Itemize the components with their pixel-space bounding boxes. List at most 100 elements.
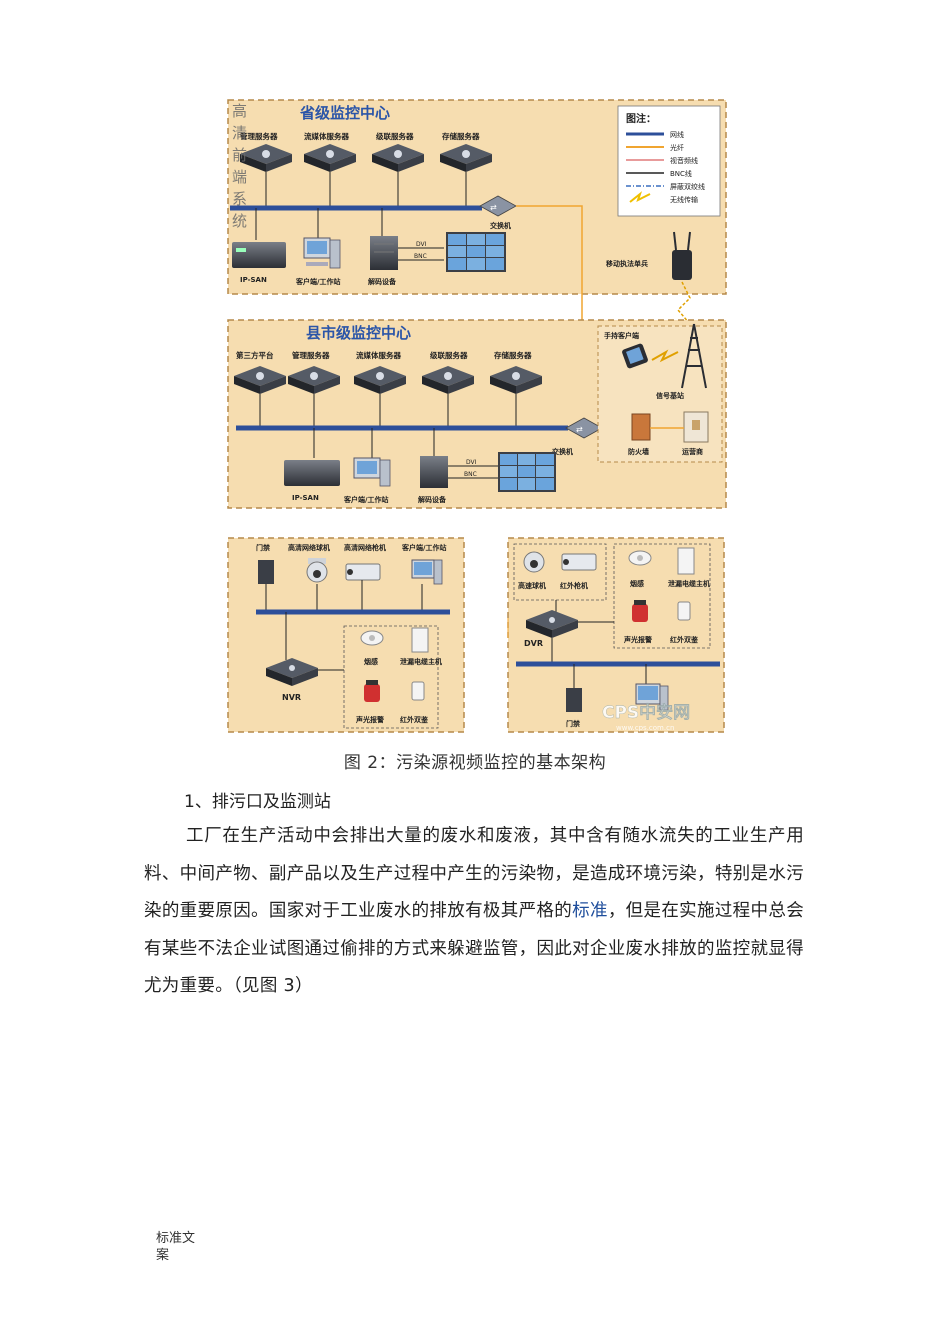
server-icon	[304, 144, 356, 172]
infrared-icon	[677, 601, 691, 621]
site-label: 高清网络球机	[288, 543, 330, 552]
legend-title: 图注：	[626, 112, 656, 125]
workstation-icon	[411, 559, 443, 585]
paragraph-text: 工厂在生产活动中会排出大量的废水和废液，其中含有随水流失的工业生产用料、中间产物…	[144, 826, 804, 922]
site-label: 客户端/工作站	[401, 543, 447, 552]
cable-host-icon	[411, 627, 429, 653]
architecture-diagram: 省级监控中心 图注： 网线 光纤 视音频线 BNC线 屏蔽双绞线 无线传输 管理…	[226, 98, 728, 734]
device-label: 解码设备	[418, 495, 447, 504]
svg-text:www.cps.com.cn: www.cps.com.cn	[616, 724, 674, 732]
cable-host-icon	[677, 547, 695, 575]
smoke-detector-icon	[360, 630, 384, 646]
legend: 图注： 网线 光纤 视音频线 BNC线 屏蔽双绞线 无线传输	[617, 105, 721, 217]
sensor-label: 红外双鉴	[670, 635, 699, 644]
decoder-icon	[370, 236, 398, 270]
ip-san-icon	[284, 460, 340, 486]
cam-label: 红外枪机	[560, 581, 588, 590]
wireless-link	[676, 281, 691, 325]
device-label: IP-SAN	[292, 494, 319, 502]
svg-text:⇄: ⇄	[490, 203, 497, 212]
door-access-icon	[258, 560, 274, 584]
dvi-label: DVI	[416, 241, 427, 248]
server-icon	[234, 366, 286, 394]
watermark-logo: CPS中安网 www.cps.com.cn	[602, 702, 691, 732]
nvr-label: NVR	[282, 693, 301, 702]
infrared-icon	[411, 681, 425, 701]
workstation-icon	[353, 457, 391, 487]
door-access-icon	[566, 688, 582, 712]
server-label: 存储服务器	[493, 350, 532, 360]
operator-label: 运营商	[682, 447, 703, 456]
legend-item: 光纤	[670, 143, 684, 152]
server-icon	[372, 144, 424, 172]
side-vertical-text: 高清前端系统	[232, 102, 248, 230]
svg-text:CPS中安网: CPS中安网	[602, 702, 690, 723]
alarm-icon	[364, 680, 380, 702]
server-label: 级联服务器	[429, 350, 468, 360]
server-icon	[422, 366, 474, 394]
firewall-icon	[631, 413, 651, 441]
ip-san-icon	[232, 242, 286, 268]
speed-dome-icon	[523, 551, 545, 573]
server-label: 存储服务器	[441, 131, 480, 141]
tower-label: 信号基站	[656, 391, 684, 400]
sensor-label: 烟感	[364, 657, 378, 666]
bullet-camera-icon	[345, 563, 381, 581]
server-icon	[490, 366, 542, 394]
provincial-title: 省级监控中心	[299, 104, 390, 122]
site-label: 高清网络枪机	[344, 543, 386, 552]
dvi-label: DVI	[466, 459, 477, 466]
wireless-panel: 手持客户端 信号基站 防火墙 运营商	[597, 323, 723, 463]
handheld-label: 手持客户端	[604, 331, 639, 340]
nvr-icon	[266, 658, 318, 686]
standard-link[interactable]: 标准	[572, 901, 608, 922]
legend-item: 无线传输	[670, 195, 698, 204]
footer-label: 标准文案	[156, 1231, 196, 1263]
device-label: IP-SAN	[240, 276, 267, 284]
sensor-label: 泄漏电缆主机	[400, 657, 442, 666]
door-label: 门禁	[566, 719, 580, 728]
video-wall-icon	[446, 232, 506, 272]
figure-caption: 图 2：污染源视频监控的基本架构	[343, 753, 607, 773]
tower-icon	[681, 323, 707, 389]
workstation-icon	[635, 683, 669, 711]
server-label: 流媒体服务器	[356, 350, 401, 360]
server-icon	[240, 144, 292, 172]
site-label: 门禁	[256, 543, 270, 552]
sensor-label: 红外双鉴	[400, 715, 429, 724]
decoder-icon	[420, 456, 448, 488]
firewall-label: 防火墙	[628, 447, 649, 456]
dome-camera-icon	[306, 558, 328, 583]
sensor-label: 泄漏电缆主机	[668, 579, 710, 588]
site-left-panel: 门禁 高清网络球机 高清网络枪机 客户端/工作站 NVR 烟感 泄漏电缆主机 声…	[227, 537, 465, 733]
mobile-unit-icon	[672, 231, 692, 280]
mobile-label: 移动执法单兵	[606, 259, 648, 268]
sensor-label: 声光报警	[623, 635, 652, 644]
svg-text:⇄: ⇄	[576, 425, 583, 434]
bnc-label: BNC	[464, 471, 477, 478]
switch-label: 交换机	[552, 447, 573, 456]
county-panel: 县市级监控中心 第三方平台 管理服务器 流媒体服务器 级联服务器 存储服务器 ⇄…	[227, 319, 727, 509]
server-icon	[354, 366, 406, 394]
site-right-panel: 高速球机 红外枪机 烟感 泄漏电缆主机 声光报警 红外双鉴 DVR 门禁 CPS…	[507, 537, 725, 733]
section-heading: 1、排污口及监测站	[184, 792, 331, 812]
server-icon	[288, 366, 340, 394]
server-label: 管理服务器	[240, 131, 278, 141]
provincial-panel: 省级监控中心 图注： 网线 光纤 视音频线 BNC线 屏蔽双绞线 无线传输 管理…	[227, 99, 727, 295]
video-wall-icon	[498, 452, 556, 492]
sensor-label: 烟感	[630, 579, 644, 588]
switch-label: 交换机	[490, 221, 511, 230]
dvr-label: DVR	[524, 639, 543, 648]
server-icon	[440, 144, 492, 172]
legend-item: 视音频线	[670, 156, 698, 165]
legend-item: BNC线	[670, 169, 692, 178]
server-label: 第三方平台	[236, 350, 274, 360]
sensor-label: 声光报警	[355, 715, 384, 724]
phone-icon	[622, 343, 648, 369]
cam-label: 高速球机	[518, 581, 546, 590]
bnc-label: BNC	[414, 253, 427, 260]
paragraph-text: ，但是在实施过程中总会有某些不法企业试图通过偷排的方式来躲避监管，因此对企业废水…	[144, 901, 804, 997]
alarm-icon	[632, 600, 648, 622]
county-title: 县市级监控中心	[306, 324, 411, 342]
legend-item: 网线	[670, 130, 684, 139]
